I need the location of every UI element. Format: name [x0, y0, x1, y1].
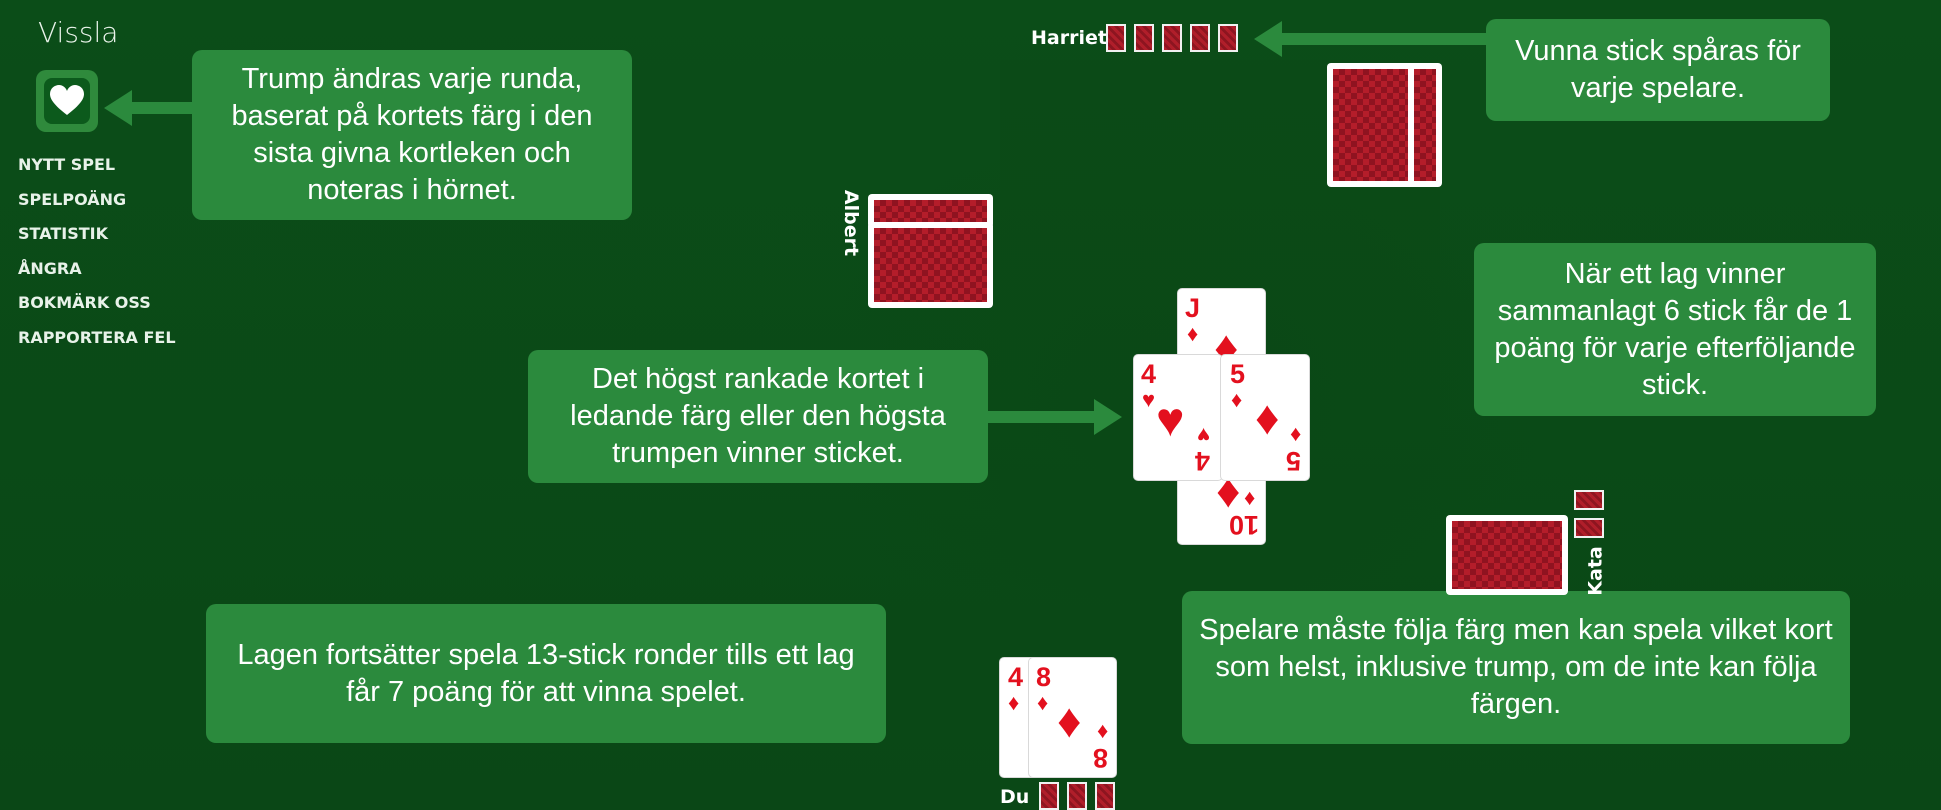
trick-marker: [1162, 24, 1182, 52]
heart-icon: [50, 85, 84, 115]
arrow-to-tricks: [1254, 21, 1490, 57]
tip-follow: Spelare måste följa färg men kan spela v…: [1182, 591, 1850, 744]
west-hand-card: [868, 222, 993, 308]
menu-statistics[interactable]: STATISTIK: [18, 224, 108, 243]
trick-card-west: 4 ♥ ♥ 4 ♥: [1133, 354, 1223, 481]
menu-bookmark[interactable]: BOKMÄRK OSS: [18, 293, 151, 312]
menu-new-game[interactable]: NYTT SPEL: [18, 155, 116, 174]
app-title: Vissla: [38, 16, 119, 49]
east-hand-card: [1446, 515, 1568, 595]
player-name-east: Kata: [1584, 546, 1607, 596]
tip-points: När ett lag vinner sammanlagt 6 stick få…: [1474, 243, 1876, 416]
trick-marker: [1134, 24, 1154, 52]
arrow-to-trump: [104, 90, 196, 126]
trick-marker: [1039, 782, 1059, 810]
tip-rounds: Lagen fortsätter spela 13-stick ronder t…: [206, 604, 886, 743]
trick-marker: [1067, 782, 1087, 810]
menu-scores[interactable]: SPELPOÄNG: [18, 189, 127, 209]
tip-trump: Trump ändras varje runda, baserat på kor…: [192, 50, 632, 220]
north-hand-card: [1408, 63, 1442, 187]
player-name-south: Du: [1000, 786, 1030, 808]
tip-highest: Det högst rankade kortet i ledande färg …: [528, 350, 988, 483]
arrow-to-trick: [988, 399, 1122, 435]
tip-tricks: Vunna stick spåras för varje spelare.: [1486, 19, 1830, 121]
sidebar-menu: NYTT SPEL SPELPOÄNG STATISTIK ÅNGRA BOKM…: [18, 148, 176, 355]
trick-marker: [1095, 782, 1115, 810]
trick-marker: [1218, 24, 1238, 52]
trick-marker: [1574, 518, 1604, 538]
player-name-north: Harriet: [1031, 27, 1107, 49]
hand-card[interactable]: 8 ♦ ♦ 8 ♦: [1028, 657, 1117, 778]
north-hand-card: [1327, 63, 1417, 187]
trick-card-east: 5 ♦ ♦ 5 ♦: [1220, 354, 1310, 481]
trump-indicator: [36, 70, 98, 132]
trick-marker: [1106, 24, 1126, 52]
menu-report-bug[interactable]: RAPPORTERA FEL: [18, 327, 176, 347]
player-name-west: Albert: [840, 189, 863, 257]
trick-marker: [1574, 490, 1604, 510]
trick-marker: [1190, 24, 1210, 52]
menu-undo[interactable]: ÅNGRA: [18, 258, 82, 278]
